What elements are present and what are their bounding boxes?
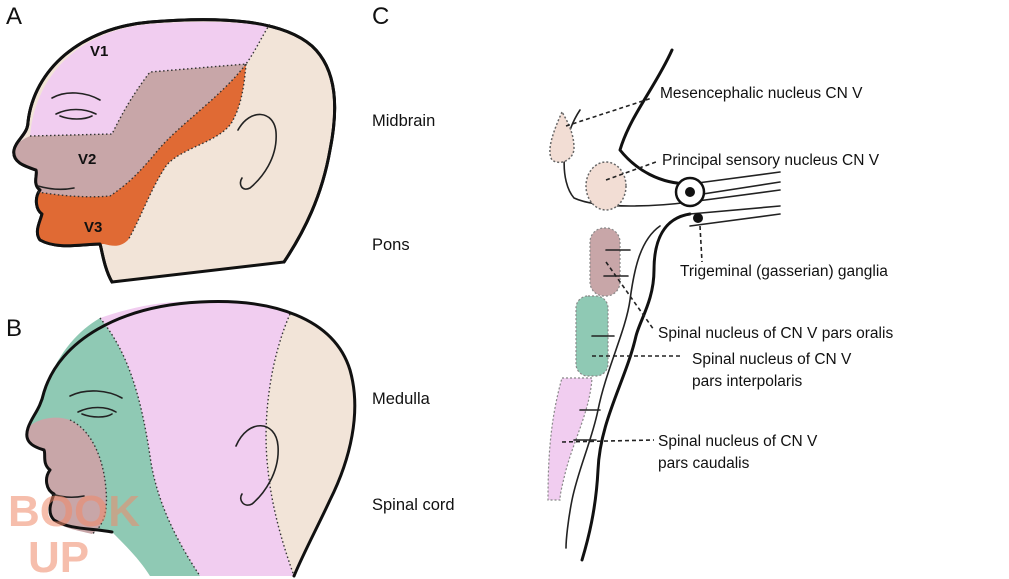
level-pons: Pons [372,236,410,254]
panel-a-eye [55,108,97,120]
callout-mesencephalic: Mesencephalic nucleus CN V [660,85,863,102]
v2-label: V2 [78,151,96,168]
brainstem-posterior-outline [618,48,692,186]
panel-c-letter: C [372,3,389,30]
panel-a-outline [12,18,337,284]
callout-caudalis-line1: Spinal nucleus of CN V [658,433,818,450]
callout-interpolaris-line2: pars interpolaris [692,373,803,390]
v3-region [35,64,247,246]
ganglion-cell-lower [693,213,703,223]
brainstem-anterior-outline [580,212,692,562]
watermark: BOOK UP [8,487,140,579]
panel-b-ear [235,424,279,506]
panel-a-ear [237,113,277,190]
callout-principal: Principal sensory nucleus CN V [662,152,880,169]
panel-b-mouth [51,493,85,499]
leader-principal [605,161,657,181]
panel-a-mouth [37,185,75,191]
callout-oralis: Spinal nucleus of CN V pars oralis [658,325,893,342]
level-spinal-cord: Spinal cord [372,496,455,514]
callout-interpolaris-line1: Spinal nucleus of CN V [692,351,852,368]
panel-c: C Midbrain Pons Medulla Spinal cord [372,3,893,562]
v1-region [30,21,268,137]
callout-caudalis-line2: pars caudalis [658,455,750,472]
outer-skin-border [265,313,295,577]
inner-middle-border [69,419,108,535]
leader-caudalis [561,439,655,443]
leader-mesencephalic [565,97,653,127]
panel-a-letter: A [6,3,22,30]
pars-caudalis [547,377,593,501]
watermark-line2: UP [28,533,89,579]
ganglion-cell-upper [685,187,695,197]
outer-zone [100,301,294,576]
leader-ganglia [699,225,703,263]
panel-b-letter: B [6,315,22,342]
level-medulla: Medulla [372,390,431,408]
v2-region [13,64,246,197]
inner-zone [26,417,107,534]
panel-b-outline [25,300,357,578]
pars-oralis [589,227,621,297]
mesencephalic-nucleus [549,110,575,164]
panel-b-eyebrow [69,390,123,399]
principal-sensory-nucleus [585,161,627,211]
level-midbrain: Midbrain [372,112,435,130]
outer-middle-border [99,317,201,577]
canal-outline [565,225,661,549]
v2-v3-border [37,63,247,198]
panel-a: A V1 V2 V3 [6,3,337,284]
v1-label: V1 [90,43,108,60]
callout-ganglia: Trigeminal (gasserian) ganglia [680,263,888,280]
v3-label: V3 [84,219,102,236]
panel-a-eyebrow [51,92,101,101]
trigeminal-root-lower [689,205,781,227]
panel-b-eye [77,406,117,418]
panel-b: B [6,300,357,578]
watermark-line1: BOOK [8,487,140,536]
v3-posterior-border [127,63,247,241]
